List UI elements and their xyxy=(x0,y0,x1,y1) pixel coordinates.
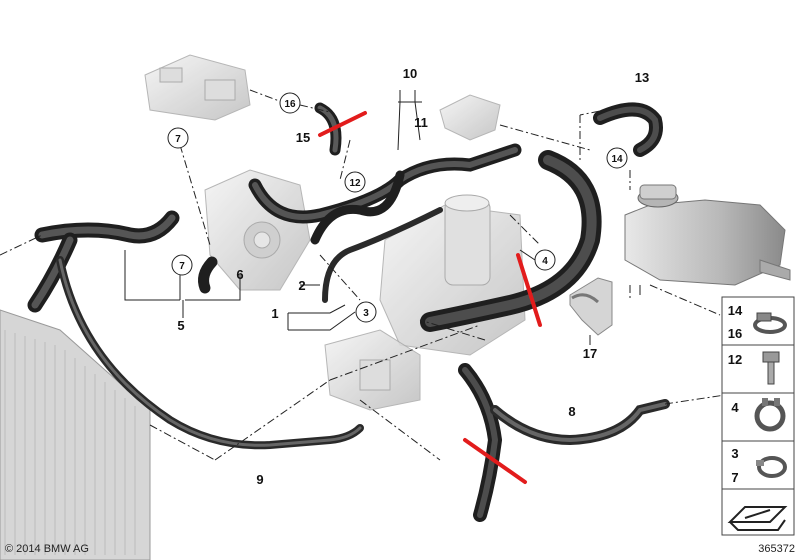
diagram-number: 365372 xyxy=(758,543,795,555)
bolt-icon xyxy=(762,351,780,385)
svg-text:14: 14 xyxy=(611,154,623,165)
label-9: 9 xyxy=(256,472,263,487)
cut-marks xyxy=(318,111,542,484)
clip-clamp-icon xyxy=(756,456,787,478)
legend-3: 3 xyxy=(731,446,738,461)
number-labels: 10 11 15 13 6 5 2 1 17 8 9 xyxy=(177,66,649,487)
svg-text:16: 16 xyxy=(284,99,296,110)
bracket-part-17 xyxy=(569,277,613,336)
svg-text:7: 7 xyxy=(175,134,181,145)
thermostat-housing-top xyxy=(144,54,251,121)
label-15: 15 xyxy=(296,130,310,145)
callout-circle-12: 12 xyxy=(344,171,366,193)
leader-lines xyxy=(0,89,726,461)
coolant-pump-lower xyxy=(324,329,421,411)
callout-circles: 16 7 12 7 3 4 14 xyxy=(167,92,628,323)
label-10: 10 xyxy=(403,66,417,81)
svg-text:3: 3 xyxy=(363,308,369,319)
radiator xyxy=(0,309,151,560)
engine-block xyxy=(204,169,311,291)
legend-panel: 14 16 12 4 3 7 xyxy=(721,296,795,536)
label-8: 8 xyxy=(568,404,575,419)
label-2: 2 xyxy=(298,278,305,293)
legend-4: 4 xyxy=(731,400,739,415)
label-17: 17 xyxy=(583,346,597,361)
pointer-arrow-icon xyxy=(727,506,788,531)
legend-7: 7 xyxy=(731,470,738,485)
label-13: 13 xyxy=(635,70,649,85)
copyright-text: © 2014 BMW AG xyxy=(5,543,89,555)
callout-circle-7b: 7 xyxy=(171,254,193,276)
label-1: 1 xyxy=(271,306,278,321)
legend-12: 12 xyxy=(728,352,742,367)
label-11: 11 xyxy=(414,115,428,130)
callout-lines xyxy=(124,90,641,345)
water-pump-assembly xyxy=(379,194,526,356)
spring-clamp-icon xyxy=(754,398,786,432)
label-5: 5 xyxy=(177,318,184,333)
legend-14: 14 xyxy=(728,303,743,318)
svg-text:12: 12 xyxy=(349,178,361,189)
callout-circle-16: 16 xyxy=(279,92,301,114)
aux-pump-top xyxy=(439,94,501,141)
svg-text:7: 7 xyxy=(179,261,185,272)
svg-text:4: 4 xyxy=(542,256,548,267)
expansion-tank xyxy=(624,184,791,286)
callout-circle-14: 14 xyxy=(606,147,628,169)
callout-circle-7a: 7 xyxy=(167,127,189,149)
hose-clamp-icon xyxy=(753,312,787,334)
label-6: 6 xyxy=(236,267,243,282)
legend-16: 16 xyxy=(728,326,742,341)
callout-circle-3: 3 xyxy=(355,301,377,323)
callout-circle-4: 4 xyxy=(534,249,556,271)
